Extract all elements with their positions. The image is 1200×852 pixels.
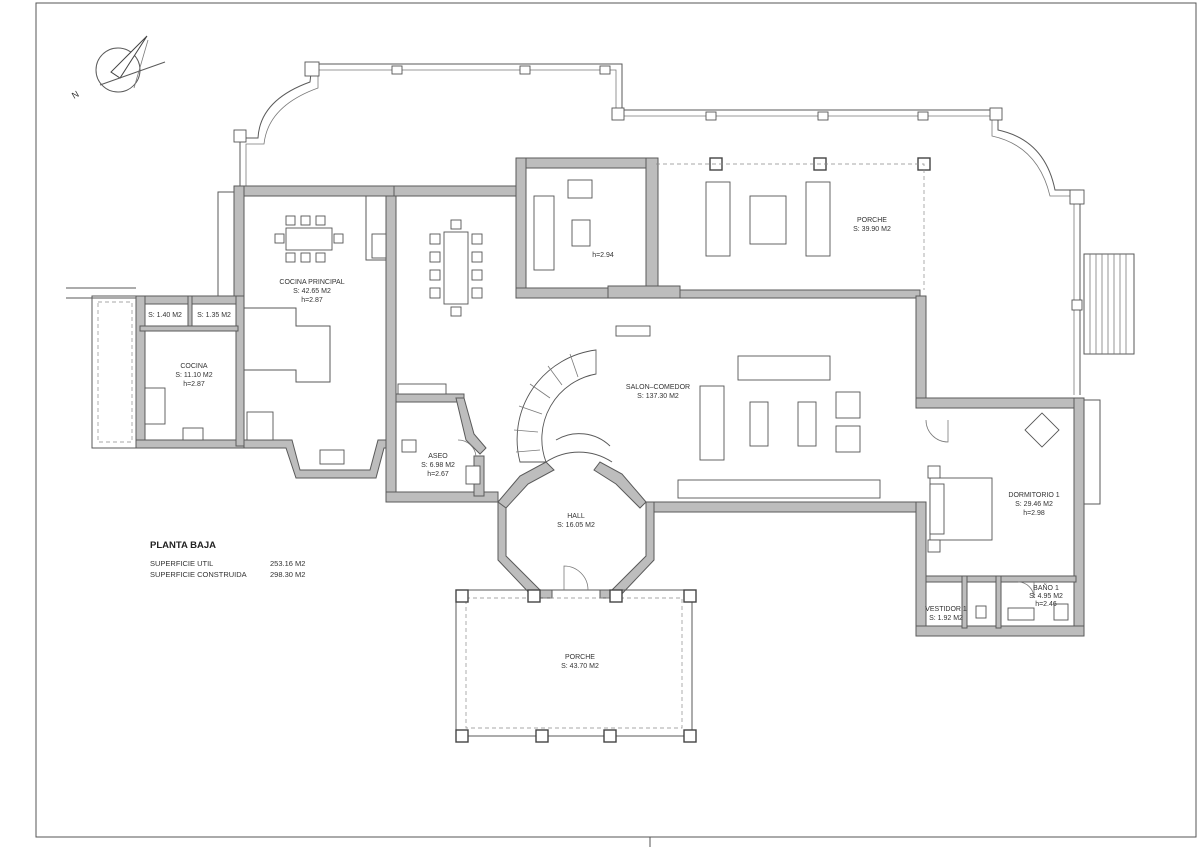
summary-construida-value: 298.30 M2 xyxy=(270,570,305,579)
cocina-principal-name: COCINA PRINCIPAL xyxy=(279,279,344,286)
exterior-stairs xyxy=(1083,253,1135,355)
front-porch xyxy=(455,589,697,743)
left-side-porch xyxy=(66,287,137,449)
rear-terrace-outline xyxy=(233,61,1085,395)
aseo-area: S: 6.98 M2 xyxy=(421,462,455,469)
summary-construida-label: SUPERFICIE CONSTRUIDA xyxy=(150,570,247,579)
bath-fixtures xyxy=(401,439,1069,621)
salon-name: SALON–COMEDOR xyxy=(626,384,690,391)
spiral-staircase xyxy=(513,349,613,463)
cocina-principal-area: S: 42.65 M2 xyxy=(293,288,331,295)
dining-table-salon xyxy=(429,219,483,317)
dining-table-kitchen xyxy=(274,215,344,263)
north-arrow: N xyxy=(70,35,166,101)
porche-bottom-name: PORCHE xyxy=(565,654,595,661)
bano-area: S: 4.95 M2 xyxy=(1029,593,1063,600)
bano-name: BAÑO 1 xyxy=(1033,583,1059,592)
summary-util-value: 253.16 M2 xyxy=(270,559,305,568)
porche-top-name: PORCHE xyxy=(857,217,887,224)
porche-bottom-area: S: 43.70 M2 xyxy=(561,663,599,670)
store-b-area: S: 1.35 M2 xyxy=(197,312,231,319)
sitting-height: h=2.94 xyxy=(592,252,614,259)
plan-legend: PLANTA BAJA SUPERFICIE UTIL 253.16 M2 SU… xyxy=(150,540,305,579)
dormitorio-name: DORMITORIO 1 xyxy=(1008,492,1059,499)
cocina-area: S: 11.10 M2 xyxy=(175,372,212,379)
dormitorio-area: S: 29.46 M2 xyxy=(1015,501,1053,508)
dormitorio-height: h=2.98 xyxy=(1023,510,1045,517)
walls xyxy=(135,157,1101,637)
plan-title: PLANTA BAJA xyxy=(150,540,216,551)
porch-top-posts xyxy=(656,157,931,290)
summary-util-label: SUPERFICIE UTIL xyxy=(150,559,213,568)
room-labels: S: 1.40 M2 S: 1.35 M2 COCINA S: 11.10 M2… xyxy=(148,217,1063,670)
porche-top-area: S: 39.90 M2 xyxy=(853,226,891,233)
hall-area: S: 16.05 M2 xyxy=(557,522,595,529)
north-label: N xyxy=(70,89,81,101)
aseo-name: ASEO xyxy=(428,453,448,460)
cocina-name: COCINA xyxy=(180,363,208,370)
aseo-height: h=2.67 xyxy=(427,471,449,478)
sofas xyxy=(533,179,861,461)
cocina-height: h=2.87 xyxy=(183,381,205,388)
sheet-frame xyxy=(35,2,1197,838)
vestidor-name: VESTIDOR 1 xyxy=(925,606,967,613)
salon-area: S: 137.30 M2 xyxy=(637,393,679,400)
hall-name: HALL xyxy=(567,513,585,520)
doors xyxy=(457,419,1035,599)
bano-height: h=2.46 xyxy=(1035,601,1057,608)
kitchen-counters xyxy=(144,196,881,499)
bed xyxy=(927,412,1060,553)
vestidor-area: S: 1.92 M2 xyxy=(929,615,963,622)
cocina-principal-height: h=2.87 xyxy=(301,297,323,304)
store-a-area: S: 1.40 M2 xyxy=(148,312,182,319)
